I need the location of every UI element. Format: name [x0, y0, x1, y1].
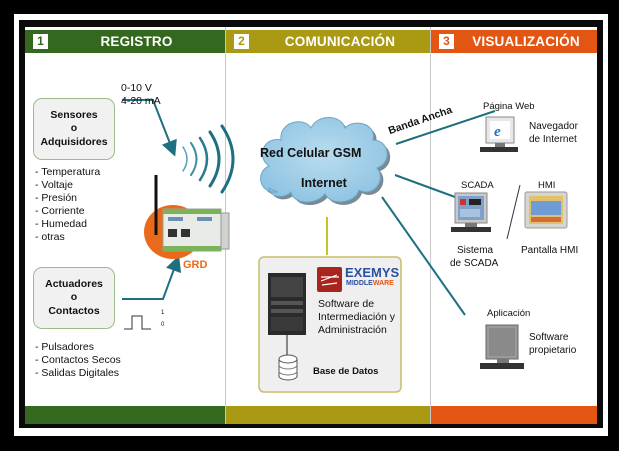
exemys-logo-icon [317, 267, 342, 292]
web-desc-line1: Navegador [529, 121, 578, 132]
scada-link-line [394, 174, 456, 198]
pulse-icon [124, 315, 151, 330]
actuators-box-line: o [70, 291, 78, 304]
app-desc-line2: propietario [529, 345, 577, 356]
actuator-types-list: - Pulsadores - Contactos Secos - Salidas… [35, 341, 121, 380]
grd-device-icon [144, 175, 230, 259]
server-icon [268, 273, 306, 335]
scada-desc-line2: de SCADA [450, 258, 499, 269]
application-computer-icon [480, 324, 524, 369]
actuators-box: Actuadores o Contactos [33, 267, 115, 329]
connector-layer: e [122, 99, 568, 393]
step-number: 2 [234, 34, 249, 49]
sensors-box-line: Adquisidores [40, 135, 108, 148]
column-registro: 1 REGISTRO [25, 27, 225, 424]
header-registro: 1 REGISTRO [25, 30, 225, 53]
sensors-box-line: Sensores [50, 108, 98, 121]
list-item: - otras [35, 231, 65, 243]
app-desc-line1: Software [529, 332, 569, 343]
list-item: - Pulsadores [35, 341, 94, 353]
list-item: - Voltaje [35, 179, 73, 191]
description-line: Software de [318, 298, 375, 310]
pulse-high-label: 1 [161, 310, 165, 316]
footer-bar-visualizacion [431, 406, 597, 424]
actuators-box-line: Actuadores [45, 277, 103, 290]
actuators-box-line: Contactos [48, 304, 100, 317]
web-browser-computer-icon: e [480, 116, 518, 152]
brand-subtitle: MIDDLEWARE [346, 280, 394, 288]
hmi-desc: Pantalla HMI [521, 245, 579, 256]
sensor-signal-arrow [122, 99, 177, 157]
app-link-line [381, 196, 466, 316]
sensors-box: Sensores o Adquisidores [33, 98, 115, 160]
app-title: Aplicación [487, 308, 531, 319]
header-visualizacion: 3 VISUALIZACIÓN [431, 30, 597, 53]
column-visualizacion: 3 VISUALIZACIÓN [430, 27, 597, 424]
list-item: - Contactos Secos [35, 354, 121, 366]
sensors-box-line: o [70, 122, 78, 135]
cloud-network-icon [260, 117, 391, 206]
list-item: - Humedad [35, 218, 87, 230]
architecture-diagram: 1 REGISTRO 2 COMUNICACIÓN 3 VISUALIZACIÓ… [25, 27, 597, 424]
pulse-low-label: 0 [161, 322, 165, 328]
wireless-signal-icon [182, 124, 235, 194]
database-icon [278, 354, 298, 381]
description-line: Intermediación y [318, 311, 396, 323]
list-item: - Salidas Digitales [35, 367, 120, 379]
signal-label-voltage: 0-10 V [121, 82, 152, 94]
signal-label-current: 4-20 mA [121, 95, 161, 107]
footer-bar-registro [25, 406, 225, 424]
column-title: REGISTRO [100, 34, 173, 49]
cloud-label-internet: Internet [301, 176, 347, 190]
grd-device-label: GRD [183, 259, 208, 271]
header-comunicacion: 2 COMUNICACIÓN [226, 30, 431, 53]
step-number: 3 [439, 34, 454, 49]
web-desc-line2: de Internet [529, 134, 577, 145]
scada-hmi-divider [506, 184, 521, 240]
sensor-types-list: - Temperatura - Voltaje - Presión - Corr… [35, 166, 100, 244]
description-line: Administración [318, 324, 387, 336]
list-item: - Temperatura [35, 166, 101, 178]
broadband-link-line [395, 110, 496, 145]
scada-computer-icon [451, 192, 491, 232]
hmi-title: HMI [538, 180, 556, 191]
scada-desc-line1: Sistema [457, 245, 494, 256]
middleware-description: Software de Intermediación y Administrac… [318, 298, 395, 337]
cloud-label-gsm: Red Celular GSM [260, 146, 362, 160]
footer-bar-comunicacion [226, 406, 431, 424]
column-title: VISUALIZACIÓN [472, 34, 580, 49]
list-item: - Corriente [35, 205, 85, 217]
hmi-panel-icon [524, 191, 568, 229]
column-title: COMUNICACIÓN [284, 34, 396, 49]
actuator-signal-arrow [122, 255, 182, 300]
web-title: Página Web [483, 101, 535, 112]
svg-text:e: e [494, 124, 501, 140]
brand-name: EXEMYS [345, 265, 400, 280]
step-number: 1 [33, 34, 48, 49]
scada-title: SCADA [461, 180, 494, 191]
brand-subtitle-a: MIDDLE [346, 280, 373, 287]
database-label: Base de Datos [313, 366, 379, 377]
list-item: - Presión [35, 192, 78, 204]
brand-subtitle-b: WARE [372, 280, 394, 287]
